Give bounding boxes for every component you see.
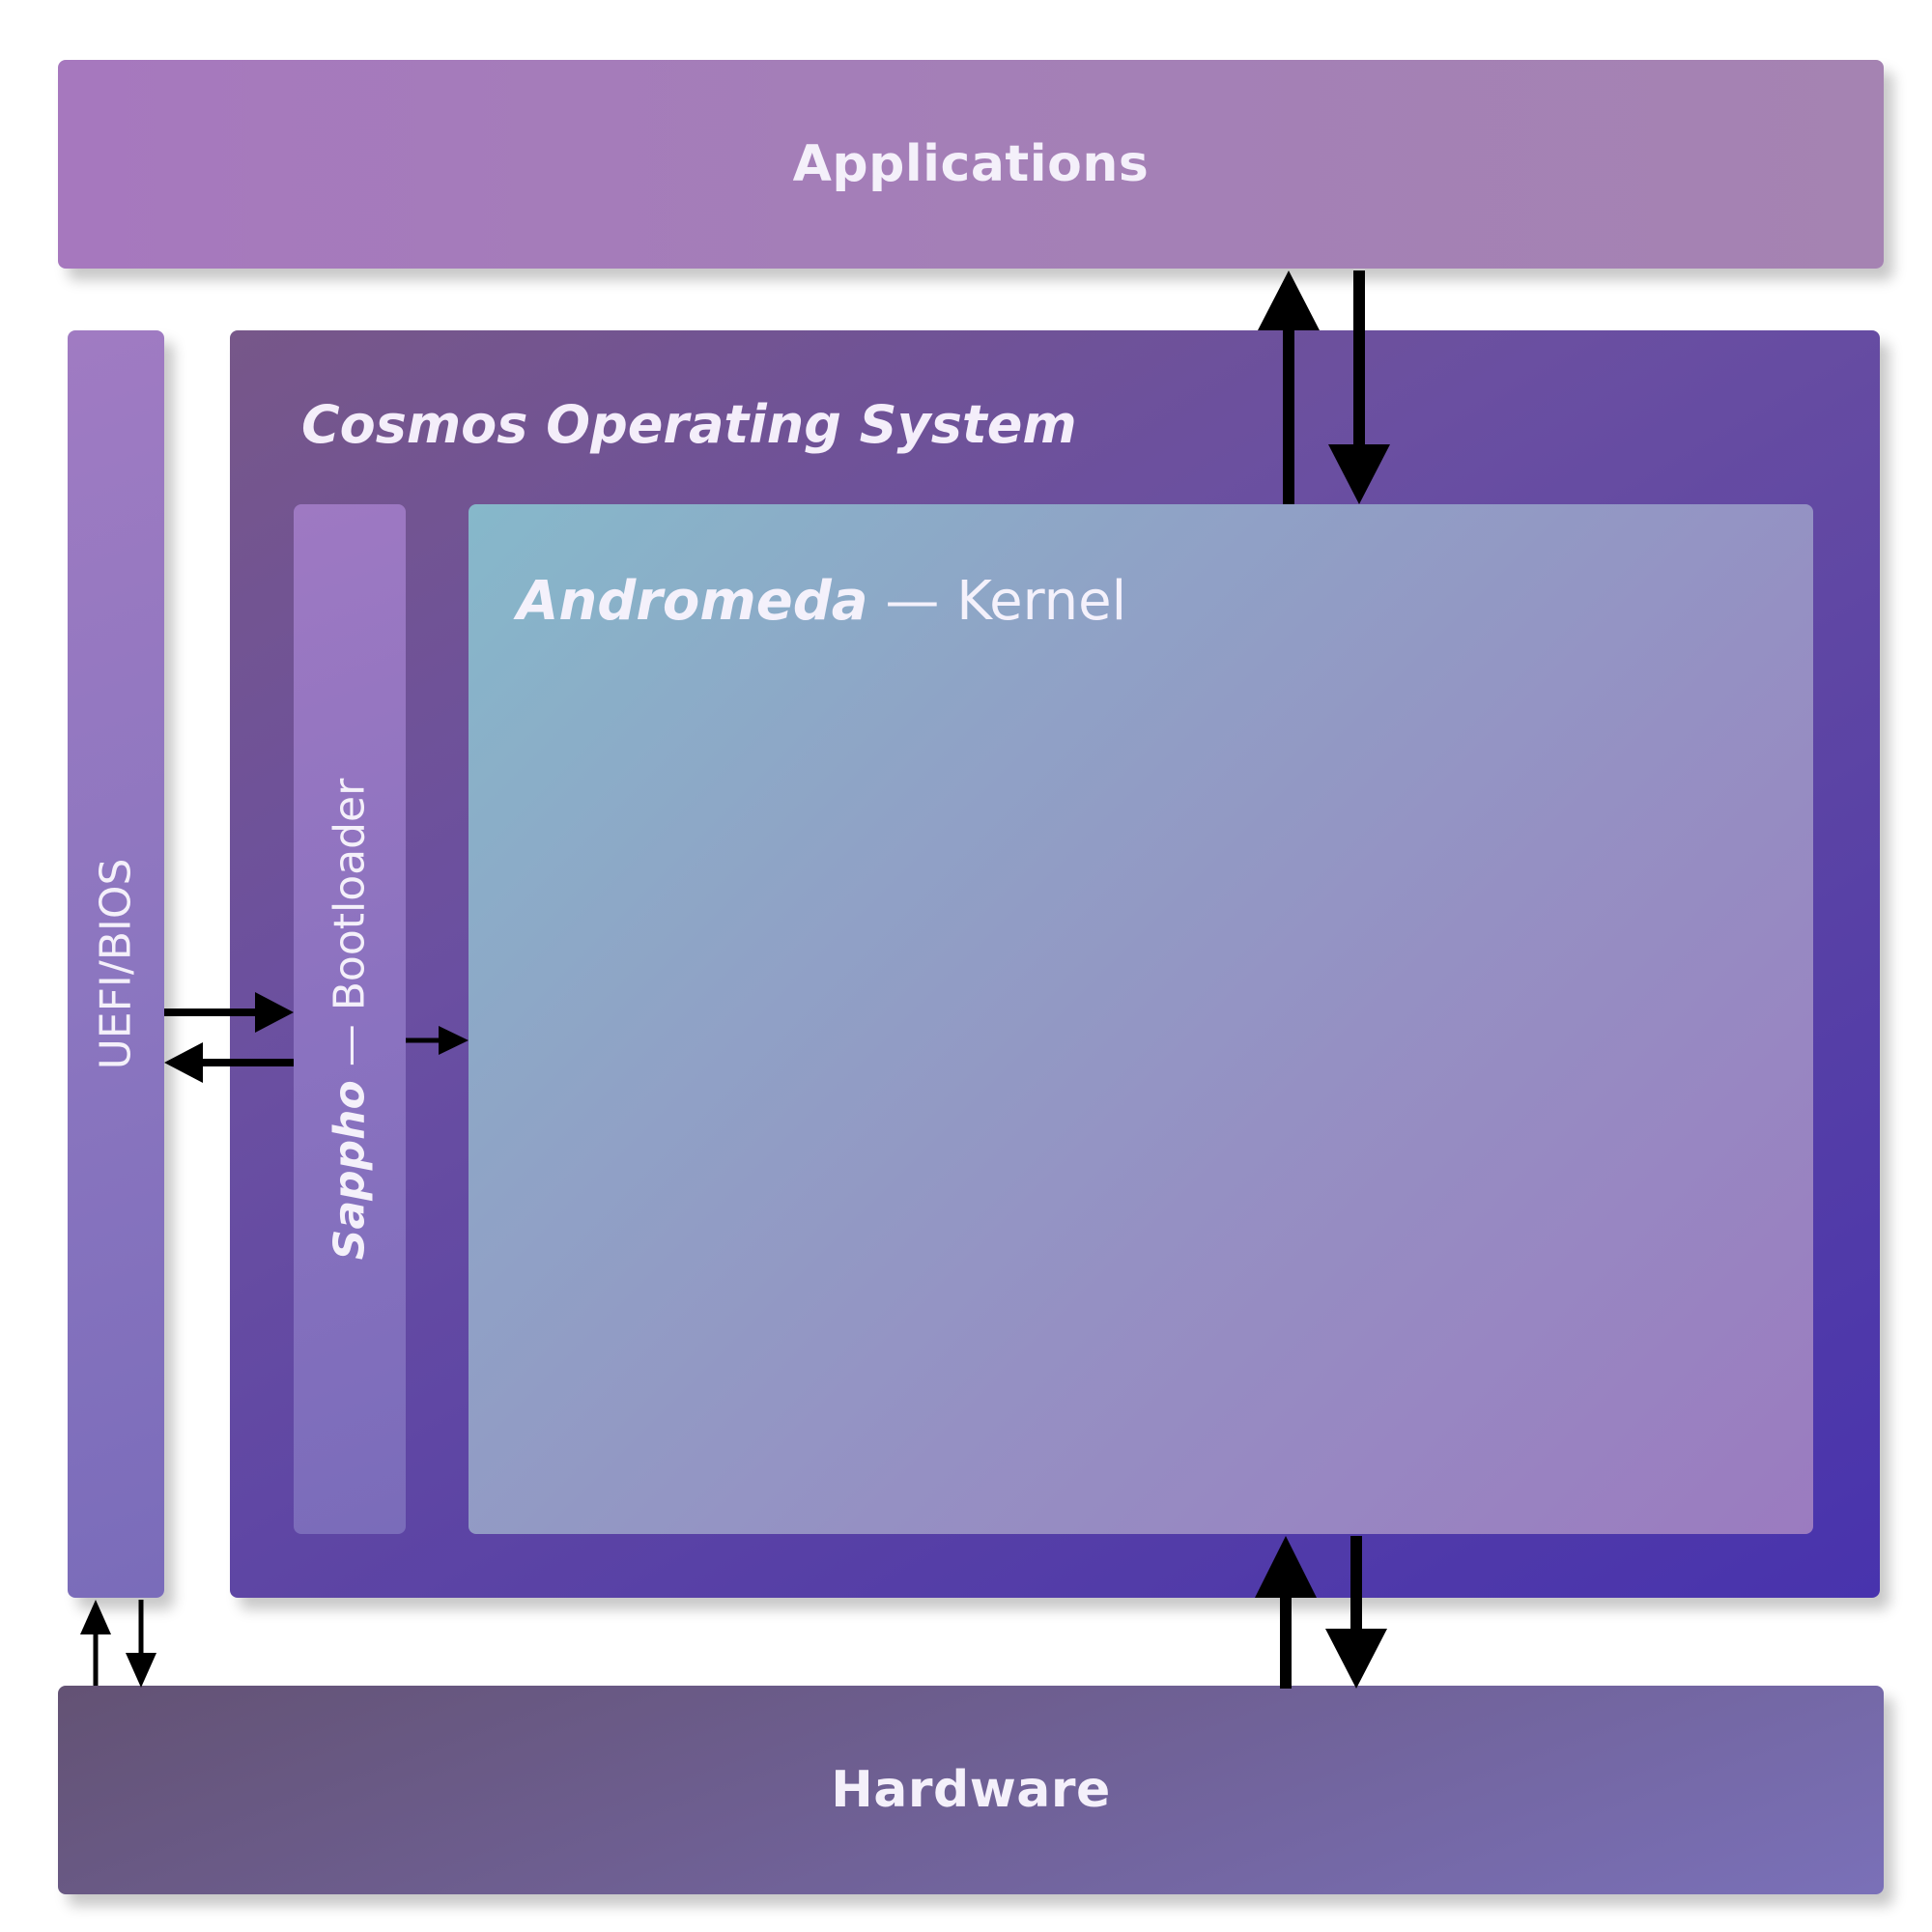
hardware-to-kernel-arrow bbox=[1255, 1536, 1317, 1689]
kernel-separator: — bbox=[867, 570, 957, 633]
kernel-to-applications-arrow bbox=[1258, 270, 1320, 504]
uefi-to-hardware-arrow bbox=[126, 1600, 156, 1688]
kernel-label: Andromeda — Kernel bbox=[517, 570, 1126, 633]
bootloader-to-uefi-arrow bbox=[164, 1042, 294, 1083]
applications-to-kernel-arrow bbox=[1328, 270, 1390, 504]
hardware-block: Hardware bbox=[58, 1686, 1884, 1894]
applications-label: Applications bbox=[792, 135, 1150, 193]
hardware-to-uefi-arrow bbox=[80, 1600, 111, 1686]
uefi-bios-block: UEFI/BIOS bbox=[68, 330, 164, 1598]
applications-block: Applications bbox=[58, 60, 1884, 269]
kernel-name: Andromeda bbox=[517, 570, 868, 633]
bootloader-block: Sappho — Bootloader bbox=[294, 504, 406, 1534]
uefi-to-bootloader-arrow bbox=[164, 992, 294, 1033]
hardware-label: Hardware bbox=[831, 1761, 1111, 1819]
kernel-to-hardware-arrow bbox=[1325, 1536, 1387, 1689]
cosmos-os-label: Cosmos Operating System bbox=[301, 394, 1077, 455]
kernel-block: Andromeda — Kernel bbox=[469, 504, 1813, 1534]
kernel-role: Kernel bbox=[956, 570, 1127, 633]
bootloader-to-kernel-arrow bbox=[406, 1026, 469, 1055]
